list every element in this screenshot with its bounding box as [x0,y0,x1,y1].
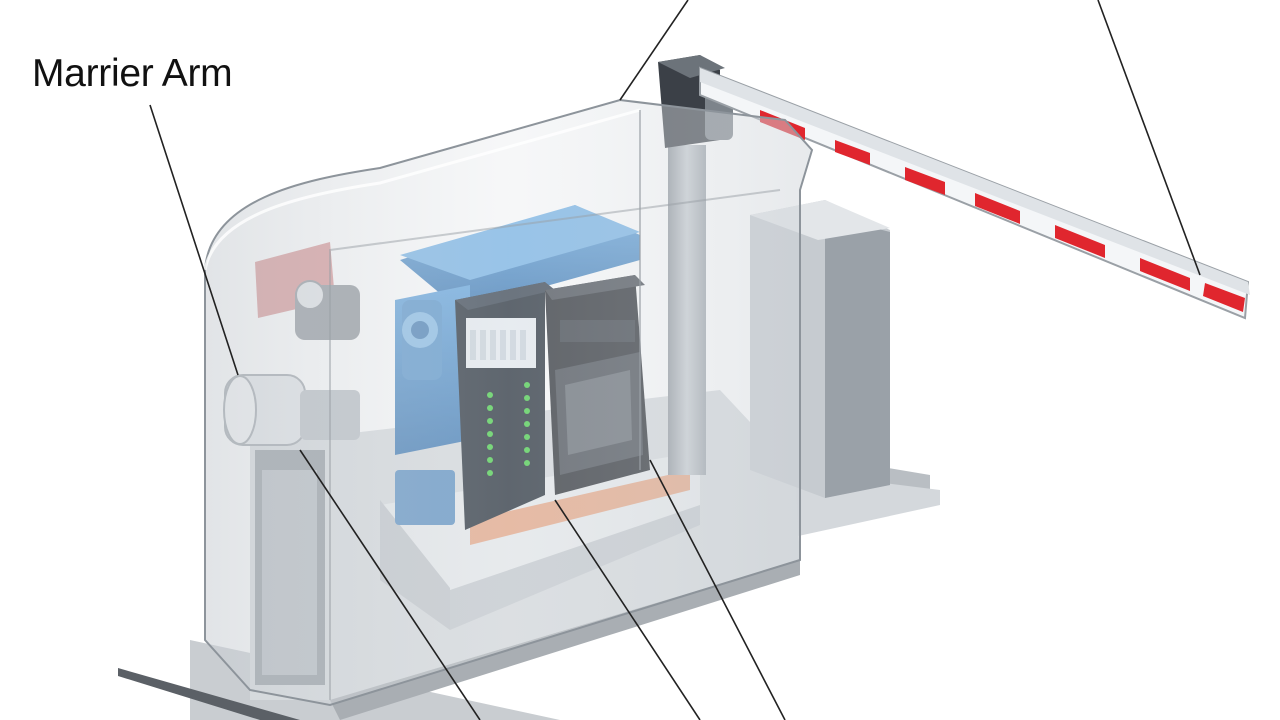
leader-lines [149,0,1201,720]
leader-line-unit [649,459,786,720]
housing-shell [203,98,814,707]
leader-line-housing [619,0,689,101]
leader-line-arm [149,104,239,376]
leader-line-barrier [1097,0,1201,276]
callout-marrier-arm: Marrier Arm [32,52,233,95]
leader-line-spring [299,449,481,720]
leader-line-board [554,499,701,720]
